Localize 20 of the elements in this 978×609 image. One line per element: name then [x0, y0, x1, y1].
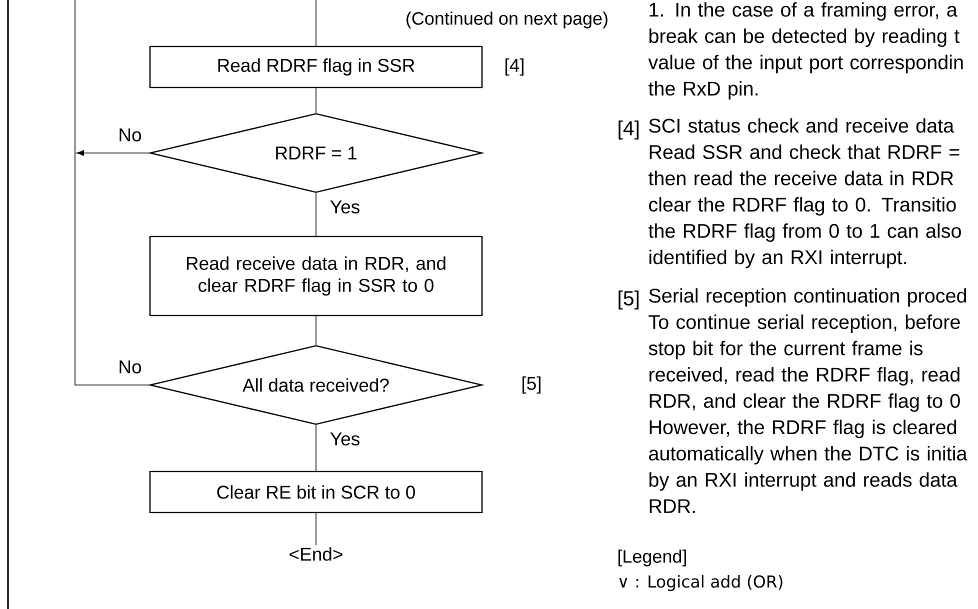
note-text: (Continued on next page) [406, 12, 608, 28]
legend-text: ∨ : Logical add (OR) [619, 575, 782, 591]
connector [74, 0, 150, 386]
process-box: Read receive data in RDR, and clear RDRF flag in SSR to 0 [149, 236, 483, 316]
process-box: Read RDRF flag in SSR [149, 46, 483, 88]
step-number: [5] [522, 376, 540, 394]
step-number: [4] [506, 58, 524, 76]
edge-label: Yes [328, 432, 362, 446]
terminal-text: <End> [290, 547, 342, 561]
step-number: [5] [618, 290, 639, 310]
legend-heading: [Legend] [618, 550, 686, 566]
connector [76, 150, 150, 156]
edge-label: Yes [328, 200, 362, 214]
note-paragraph: 1. In the case of a framing error, a break can be detected by reading t value of the input port correspondin the RxD pin. [648, 2, 963, 100]
edge-label: No [117, 128, 143, 142]
process-box: Clear RE bit in SCR to 0 [149, 470, 483, 514]
note-paragraph: Serial reception continuation proced To continue serial reception, before stop bit for the current frame is received, read the RDRF flag, read RDR, and clear the RDRF flag to 0 However, the RDRF flag is cleared automatically when the DTC is initia by an RXI interrupt and reads data RDR. [648, 288, 968, 513]
step-number: [4] [618, 120, 639, 140]
edge-label: No [117, 360, 143, 374]
note-paragraph: SCI status check and receive data Read SSR and check that RDRF = then read the receive data in RDR clear the RDRF flag to 0. Transitio the RDRF flag from 0 to 1 can also identified by an RXI interrupt. [648, 118, 961, 268]
